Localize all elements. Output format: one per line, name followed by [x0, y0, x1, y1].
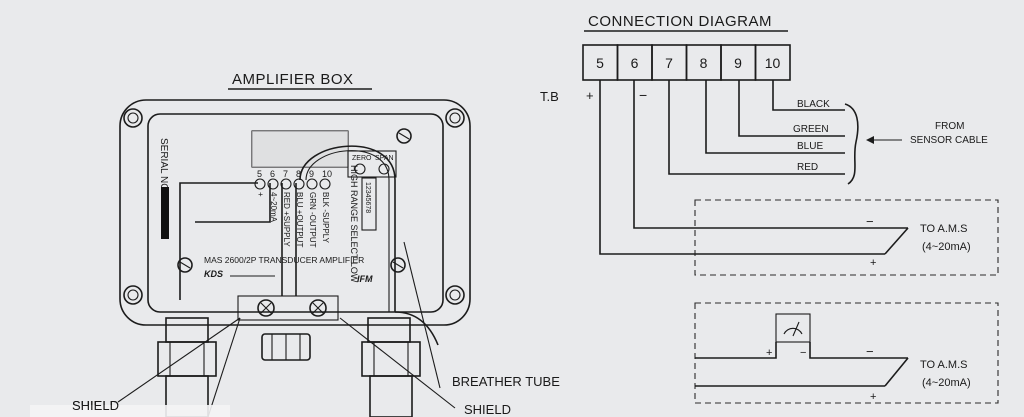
- cd-plus-sign: +: [586, 88, 594, 103]
- ams-2-meter-plus-wire: [695, 342, 777, 359]
- range-select-label: HIGH RANGE SELECT LOW: [349, 165, 359, 283]
- amp-terminal-number: 6: [270, 169, 275, 179]
- cd-minus-sign: −: [639, 87, 647, 103]
- paper-edge: [30, 405, 230, 417]
- amp-terminal-number: 8: [296, 169, 301, 179]
- ground-screw-right: [309, 299, 327, 317]
- dip-switch-label: 12345678: [364, 182, 371, 213]
- ams-1-load-arrow: [884, 227, 909, 255]
- cd-terminal-number: 5: [596, 55, 604, 71]
- amp-terminal-number: 5: [257, 169, 262, 179]
- ams-1-minus-wire: [633, 80, 908, 229]
- shield-bottom-leader: [339, 317, 456, 409]
- ams-1-plus-wire: [599, 80, 885, 255]
- cable-gland-right: [361, 317, 421, 417]
- amp-terminal-label: BLK -SUPPLY: [321, 192, 330, 244]
- zero-label: ZERO: [352, 155, 372, 162]
- amp-terminal-label: RED +SUPPLY: [282, 192, 291, 247]
- amp-terminal-screw[interactable]: [267, 178, 279, 190]
- cd-terminal-number: 8: [700, 55, 708, 71]
- shield-left-callout-text: SHIELD: [72, 398, 119, 413]
- ground-strip: [237, 295, 339, 321]
- ams-2-load-arrow: [884, 357, 909, 387]
- serial-bar: [161, 187, 169, 239]
- breather-leader: [403, 241, 441, 389]
- sensor-cable-label: SENSOR CABLE: [910, 135, 988, 146]
- amp-terminal-label: 4~20mA: [269, 192, 278, 223]
- ams-1-plus: +: [870, 257, 876, 269]
- ams-2-range: (4~20mA): [922, 377, 971, 389]
- shield-left-leader-2: [207, 317, 241, 417]
- ams-1-to: TO A.M.S: [920, 223, 967, 235]
- shield-bottom-callout: SHIELD: [464, 402, 511, 417]
- breather-tube-callout: BREATHER TUBE: [452, 374, 560, 389]
- sensor-cable-brace: [844, 103, 859, 185]
- ams-2-meter-needle: [792, 321, 800, 337]
- housing-outer: [119, 99, 471, 326]
- ams-2-plus: +: [870, 391, 876, 403]
- ams-1-box: [694, 199, 999, 276]
- cd-terminal-number: 10: [765, 55, 781, 71]
- ams-1-range: (4~20mA): [922, 241, 971, 253]
- ams-2-meter-minus: −: [800, 347, 806, 359]
- connection-diagram-title: CONNECTION DIAGRAM: [588, 13, 772, 30]
- amp-terminal-label: BLU +OUTPUT: [295, 192, 304, 247]
- span-label: SPAN: [375, 155, 394, 162]
- amp-terminal-screw[interactable]: [306, 178, 318, 190]
- ams-2-to: TO A.M.S: [920, 359, 967, 371]
- ground-screw-left: [257, 299, 275, 317]
- cable-gland-middle: [261, 333, 311, 361]
- from-label: FROM: [935, 121, 964, 132]
- breather-tube-outer: [394, 311, 439, 346]
- amp-terminal-screw[interactable]: [293, 178, 305, 190]
- cable-gland-left: [157, 317, 217, 417]
- amp-terminal-label: +: [256, 192, 265, 197]
- ams-2-meter-minus-wire: [809, 342, 908, 359]
- wire-blue: BLUE: [797, 141, 823, 152]
- ams-1-minus: −: [866, 214, 874, 229]
- zero-span-panel: [347, 150, 397, 178]
- brand-label: KDS: [204, 269, 223, 279]
- ifm-label: IFM: [357, 274, 373, 284]
- ams-2-meter: [775, 313, 811, 343]
- terminal-label-row: +4~20mA RED +SUPPLY BLU +OUTPUT GRN -OUTPUT…: [256, 192, 330, 248]
- wire-red: RED: [797, 162, 818, 173]
- amplifier-box-title: AMPLIFIER BOX: [232, 71, 354, 88]
- ams-2-meter-dial: [783, 327, 803, 335]
- ams-2-box: [694, 302, 999, 404]
- shield-left-leader: [117, 317, 241, 403]
- amplifier-label: MAS 2600/2P TRANSDUCER AMPLIFIER: [204, 255, 364, 265]
- cd-terminal-number: 9: [734, 55, 742, 71]
- cd-terminal-number: 6: [631, 55, 639, 71]
- housing-inner: [147, 113, 444, 313]
- cd-terminal-row: 5 6 7 8 9 10: [582, 44, 791, 81]
- ams-2-meter-plus: +: [766, 347, 772, 359]
- internal-wiring: [179, 182, 297, 300]
- tb-label: T.B: [540, 89, 559, 104]
- amp-terminal-label: GRN -OUTPUT: [308, 192, 317, 248]
- breather-tube-inner-edge: [305, 150, 390, 312]
- sensor-wires: [668, 80, 845, 175]
- wire-black: BLACK: [797, 99, 830, 110]
- breather-tube-inner: [299, 145, 396, 312]
- from-sensor-arrowhead: [866, 136, 874, 144]
- amp-terminal-number: 9: [309, 169, 314, 179]
- serial-label: SERIAL NO.: [158, 138, 169, 194]
- dip-switch: [361, 177, 377, 231]
- amp-terminal-screw[interactable]: [319, 178, 331, 190]
- amp-terminal-screw[interactable]: [280, 178, 292, 190]
- corner-screws: [123, 108, 465, 305]
- cd-terminal-number: 7: [665, 55, 673, 71]
- zero-pot: [354, 163, 366, 175]
- amp-terminal-number: 7: [283, 169, 288, 179]
- ams-2-minus: −: [866, 344, 874, 359]
- amp-terminal-number: 10: [322, 169, 332, 179]
- amp-terminal-screw[interactable]: [254, 178, 266, 190]
- wire-green: GREEN: [793, 124, 829, 135]
- terminal-screw-row: [254, 178, 331, 190]
